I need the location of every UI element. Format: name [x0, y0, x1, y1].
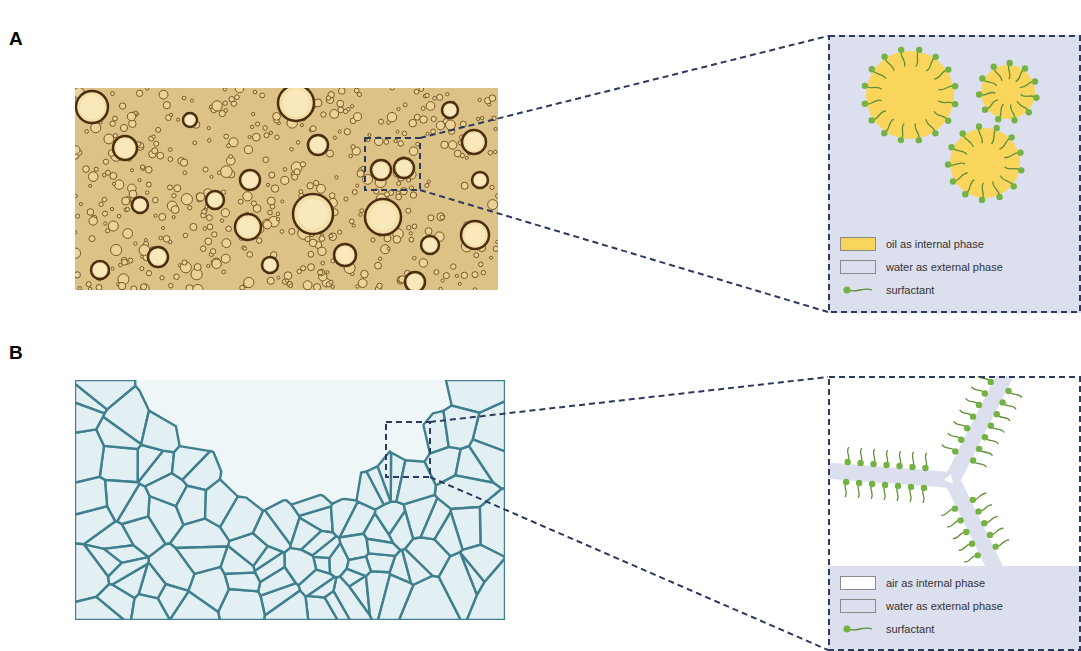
legend-text: air as internal phase: [886, 577, 985, 589]
legend-text: oil as internal phase: [886, 238, 984, 250]
panel-label: A: [9, 28, 23, 50]
surfactant-symbol: [840, 283, 876, 297]
legend-item: air as internal phase: [840, 576, 985, 590]
inset-border: [829, 36, 1080, 312]
legend-item: surfactant: [840, 622, 934, 636]
foam-inset: [828, 376, 1081, 651]
legend-text: surfactant: [886, 284, 934, 296]
legend-item: water as external phase: [840, 599, 1003, 613]
legend-swatch: [840, 260, 876, 274]
legend-swatch: [840, 237, 876, 251]
legend-swatch: [840, 576, 876, 590]
inset-border: [829, 377, 1080, 650]
panel-label: B: [9, 342, 23, 364]
emulsion-inset: [828, 35, 1081, 313]
foam-micrograph: [75, 380, 505, 620]
legend-item: surfactant: [840, 283, 934, 297]
emulsion-micrograph: [75, 88, 498, 290]
legend-text: water as external phase: [886, 261, 1003, 273]
legend-text: surfactant: [886, 623, 934, 635]
legend-swatch: [840, 599, 876, 613]
legend-item: water as external phase: [840, 260, 1003, 274]
legend-text: water as external phase: [886, 600, 1003, 612]
zoom-lines: [365, 36, 828, 650]
surfactant-symbol: [840, 622, 876, 636]
legend-item: oil as internal phase: [840, 237, 984, 251]
